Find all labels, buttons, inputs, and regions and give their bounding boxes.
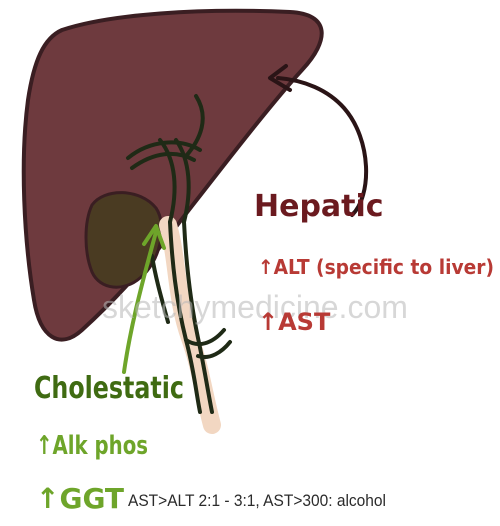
- alcohol-note: AST>ALT 2:1 - 3:1, AST>300: alcohol: [128, 491, 386, 510]
- gallbladder: [86, 193, 162, 288]
- cholestatic-title: Cholestatic: [34, 371, 184, 406]
- cholestatic-lab-ggt: ↑GGT: [36, 482, 124, 515]
- hepatic-title: Hepatic: [254, 189, 384, 224]
- watermark: sketchymedicine.com: [102, 289, 408, 325]
- hepatic-lab-ast: ↑AST: [258, 308, 331, 336]
- cholestatic-lab-alk-phos: ↑Alk phos: [36, 431, 148, 461]
- hepatic-lab-alt: ↑ALT (specific to liver): [258, 255, 494, 279]
